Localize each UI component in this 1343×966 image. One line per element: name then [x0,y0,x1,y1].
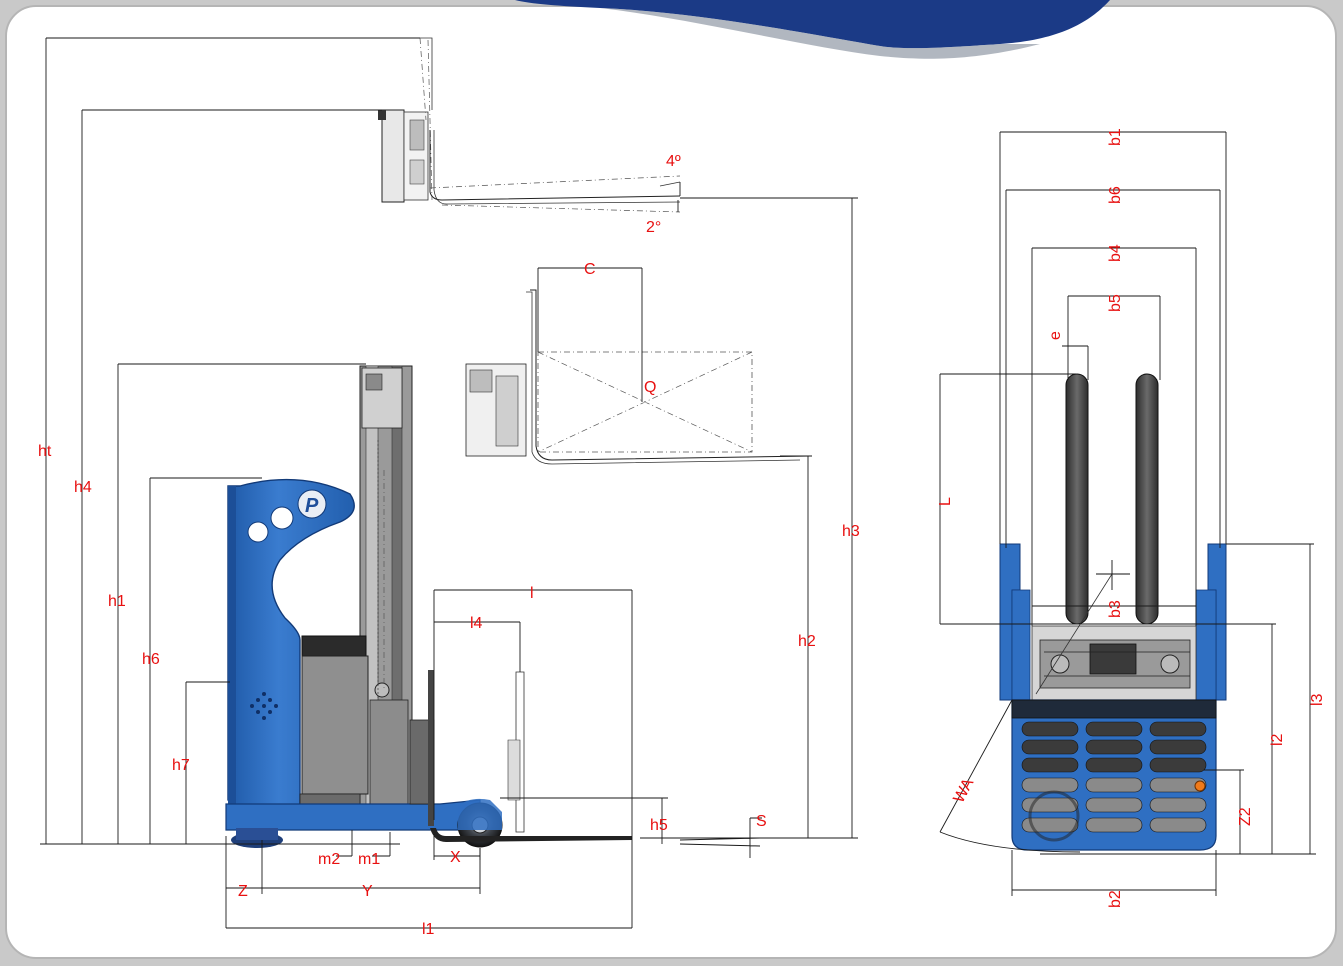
svg-text:P: P [305,495,319,517]
label-l1: l1 [422,921,435,938]
top-legs [999,543,1227,701]
label-h5: h5 [650,817,668,834]
top-mast [1031,625,1197,701]
label-h2: h2 [798,633,816,650]
load-carriage [465,289,811,465]
label-b6: b6 [1107,186,1124,204]
label-c: C [584,261,596,278]
label-h3: h3 [842,523,860,540]
truck-body: P [225,478,481,831]
mast [359,365,413,807]
label-tilt-down: 2° [646,219,661,236]
label-h6: h6 [142,651,160,668]
load-box [537,351,753,453]
top-body [1011,699,1217,851]
label-tilt-up: 4º [666,153,681,170]
label-l3: l3 [1309,693,1326,706]
raised-carriage [378,37,681,213]
label-b1: b1 [1107,128,1124,146]
label-ht: ht [38,443,52,460]
side-view: P [38,37,860,938]
label-z: Z [238,883,248,900]
label-e: e [1047,331,1064,340]
label-l2: l2 [1269,733,1286,746]
label-L: L [937,497,954,506]
dimension-lines-side [40,37,858,929]
label-x: X [450,849,461,866]
logo-p-icon: P [297,489,327,519]
corner-decoration [515,0,1110,49]
dimension-lines-top [939,131,1316,896]
top-view: b1 b6 b4 b5 e b3 b2 L l2 l3 Z2 WA [937,128,1326,908]
label-m2: m2 [318,851,340,868]
label-z2: Z2 [1237,807,1254,826]
label-l: l [530,585,534,602]
top-forks [1065,373,1159,625]
label-b3: b3 [1107,600,1124,618]
label-s: S [756,813,767,830]
label-b5: b5 [1107,294,1124,312]
label-h7: h7 [172,757,190,774]
label-y: Y [362,883,373,900]
label-l4: l4 [470,615,483,632]
label-b2: b2 [1107,890,1124,908]
label-q: Q [644,379,656,396]
lowered-forks [428,670,632,842]
label-h1: h1 [108,593,126,610]
vent-grille [250,692,278,720]
label-m1: m1 [358,851,380,868]
label-h4: h4 [74,479,92,496]
label-b4: b4 [1107,244,1124,262]
rear-wheel [231,828,283,848]
battery-cells [1021,721,1207,833]
crosshair-icon [1035,560,1130,695]
